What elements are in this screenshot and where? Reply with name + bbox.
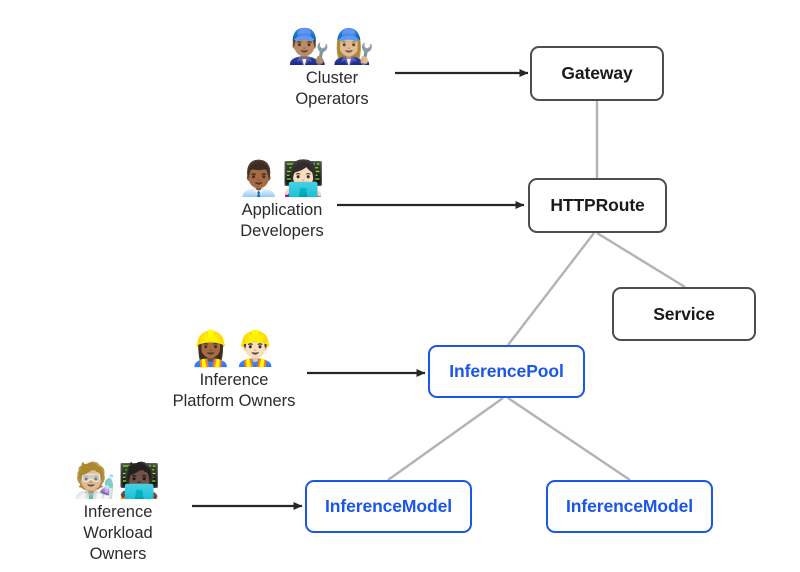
persona-inference-platform-owners: 👷🏾‍♀️👷🏻‍♂️Inference Platform Owners (172, 332, 296, 412)
node-label: InferenceModel (566, 496, 693, 516)
persona-inference-workload-owners: 🧑🏼‍🔬🧑🏿‍💻Inference Workload Owners (58, 464, 178, 565)
node-label: Service (653, 303, 715, 324)
node-inferencepool[interactable]: InferencePool (428, 345, 585, 398)
connector-inferencepool-model-left (387, 397, 504, 481)
connector-httproute-inferencepool (507, 232, 595, 346)
persona-application-developers: 👨🏾‍💼👩🏻‍💻Application Developers (222, 162, 342, 242)
woman-construction-worker-icon: 👷🏾‍♀️👷🏻‍♂️ (189, 329, 279, 369)
node-inferencemodel-right[interactable]: InferenceModel (546, 480, 713, 533)
node-label: Gateway (561, 63, 633, 83)
connector-inferencepool-model-right (507, 397, 631, 481)
node-inferencemodel-left[interactable]: InferenceModel (305, 480, 472, 533)
man-office-worker-icon: 👨🏾‍💼👩🏻‍💻 (237, 159, 327, 199)
node-label: InferencePool (449, 361, 564, 381)
persona-arrows (192, 69, 529, 510)
persona-cluster-operators: 👨🏽‍🔧👩🏼‍🔧Cluster Operators (278, 30, 386, 110)
man-mechanic-icon: 👨🏽‍🔧👩🏼‍🔧 (287, 27, 377, 67)
persona-label: Application Developers (240, 200, 324, 240)
connector-httproute-service (596, 231, 686, 289)
node-httproute[interactable]: HTTPRoute (528, 178, 667, 233)
persona-label: Inference Workload Owners (83, 502, 153, 563)
node-gateway[interactable]: Gateway (530, 46, 664, 101)
persona-label: Inference Platform Owners (172, 370, 296, 410)
scientist-icon: 🧑🏼‍🔬🧑🏿‍💻 (73, 461, 163, 501)
node-label: InferenceModel (325, 496, 452, 516)
node-service[interactable]: Service (612, 287, 756, 341)
node-label: HTTPRoute (550, 195, 645, 215)
persona-label: Cluster Operators (295, 68, 369, 108)
